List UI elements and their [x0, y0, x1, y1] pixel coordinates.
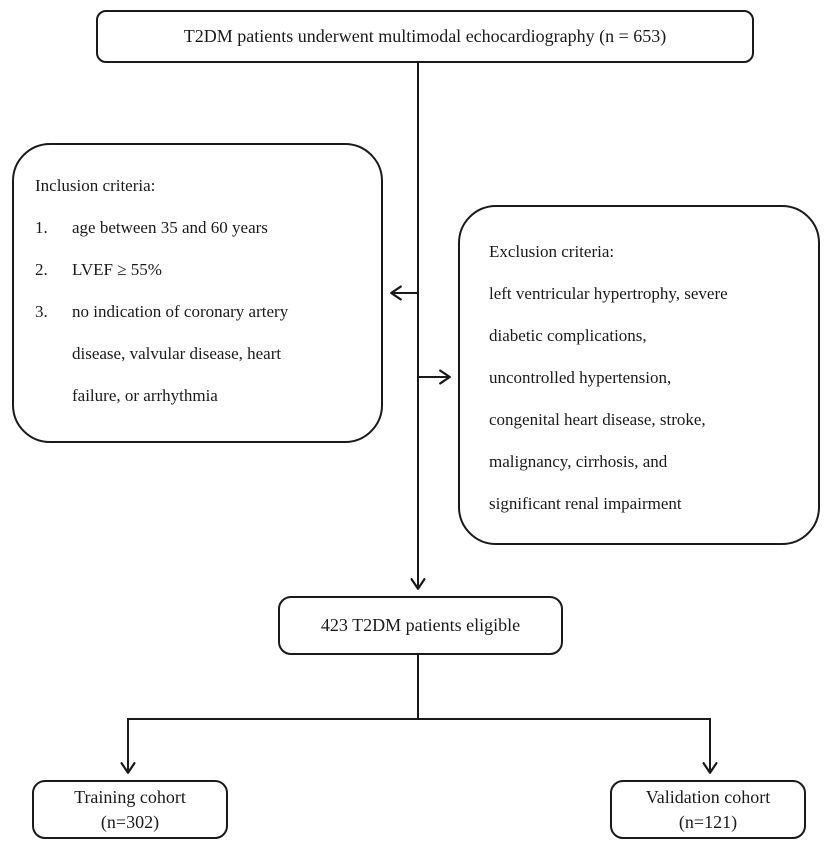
inclusion-item-3-cont-1-spacer: [35, 333, 72, 375]
validation-cohort-label: Validation cohort: [645, 786, 771, 807]
eligible-patients-box: 423 T2DM patients eligible: [278, 596, 563, 655]
inclusion-item-3-text: no indication of coronary artery: [72, 302, 289, 321]
validation-cohort-box: Validation cohort (n=121): [610, 780, 806, 839]
inclusion-item-3-cont-1-text: disease, valvular disease, heart: [72, 344, 282, 363]
exclusion-line-6: significant renal impairment: [489, 494, 682, 513]
top-population-box: T2DM patients underwent multimodal echoc…: [96, 10, 754, 63]
validation-cohort-count: (n=121): [678, 811, 738, 832]
exclusion-line-4: congenital heart disease, stroke,: [489, 410, 706, 429]
inclusion-item-3-cont-2-spacer: [35, 375, 72, 417]
exclusion-line-2: diabetic complications,: [489, 326, 647, 345]
training-cohort-count: (n=302): [100, 811, 160, 832]
eligible-patients-label: 423 T2DM patients eligible: [320, 615, 521, 635]
exclusion-line-3: uncontrolled hypertension,: [489, 368, 672, 387]
training-cohort-box: Training cohort (n=302): [32, 780, 228, 839]
inclusion-item-3-cont-1: disease, valvular disease, heart: [35, 333, 371, 375]
inclusion-item-2: 2. LVEF ≥ 55%: [35, 249, 371, 291]
inclusion-item-3: 3. no indication of coronary artery: [35, 291, 371, 333]
inclusion-item-2-number: 2.: [35, 260, 48, 279]
top-population-label: T2DM patients underwent multimodal echoc…: [183, 26, 667, 46]
inclusion-item-1-number: 1.: [35, 218, 48, 237]
exclusion-line-1: left ventricular hypertrophy, severe: [489, 284, 728, 303]
exclusion-criteria-box: Exclusion criteria: left ventricular hyp…: [458, 205, 820, 545]
inclusion-item-3-cont-2: failure, or arrhythmia: [35, 375, 371, 417]
inclusion-item-3-cont-2-text: failure, or arrhythmia: [72, 386, 218, 405]
training-cohort-label: Training cohort: [74, 786, 186, 807]
inclusion-heading: Inclusion criteria:: [35, 176, 156, 195]
inclusion-item-3-number: 3.: [35, 302, 48, 321]
inclusion-item-1-text: age between 35 and 60 years: [72, 218, 268, 237]
exclusion-line-5: malignancy, cirrhosis, and: [489, 452, 668, 471]
exclusion-heading: Exclusion criteria:: [489, 242, 615, 261]
inclusion-item-2-text: LVEF ≥ 55%: [72, 260, 162, 279]
inclusion-item-1: 1. age between 35 and 60 years: [35, 207, 371, 249]
inclusion-criteria-box: Inclusion criteria: 1. age between 35 an…: [12, 143, 383, 443]
